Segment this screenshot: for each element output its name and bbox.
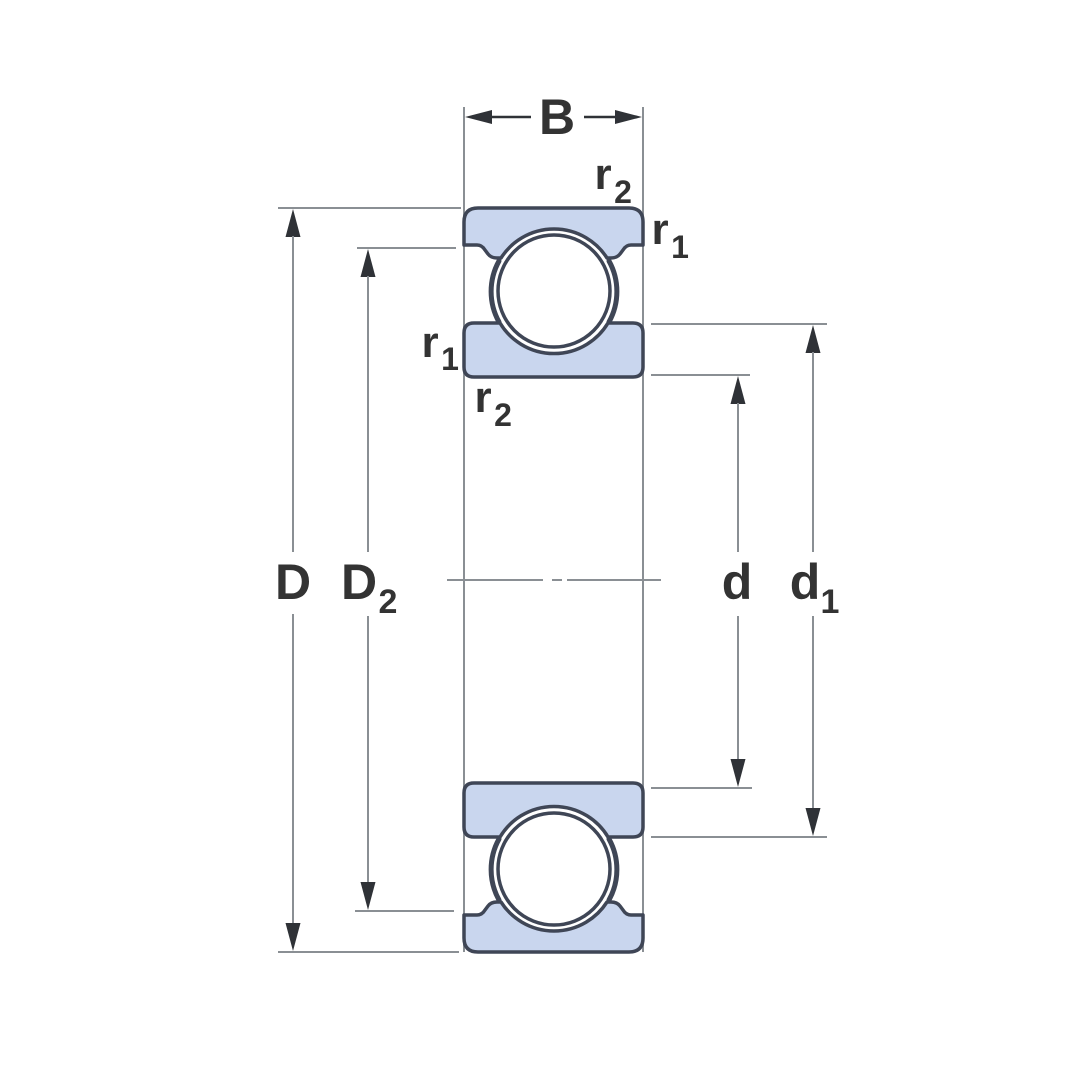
- label-d1-base: d: [790, 554, 821, 610]
- label-r1-left-base: r: [421, 318, 438, 367]
- label-r2-left-subscript: 2: [494, 397, 512, 433]
- label-r2-top-base: r: [594, 150, 611, 199]
- label-r1-left-subscript: 1: [441, 341, 459, 377]
- arrow-D-bottom: [285, 923, 301, 951]
- label-r2-left-base: r: [474, 373, 491, 422]
- dimension-B: B: [465, 89, 642, 145]
- cage-arc-bottom-left: [488, 836, 502, 903]
- arrow-D-top: [285, 209, 301, 237]
- ball-bottom: [496, 811, 612, 927]
- cage-arc-top-right: [606, 258, 620, 325]
- dimension-D2: D 2: [341, 247, 456, 912]
- label-D2-subscript: 2: [379, 583, 398, 621]
- bearing-section: [462, 206, 645, 954]
- dimension-d: d: [651, 374, 753, 789]
- arrow-d-bottom: [730, 759, 746, 787]
- ball-top: [496, 233, 612, 349]
- arrow-d-top: [730, 376, 746, 404]
- label-r1-right-base: r: [651, 205, 668, 254]
- label-B: B: [539, 89, 575, 145]
- dimension-D: D: [275, 207, 461, 953]
- arrow-d1-top: [805, 325, 821, 353]
- arrow-D2-top: [360, 249, 376, 277]
- label-D: D: [275, 554, 311, 610]
- arrow-D2-bottom: [360, 882, 376, 910]
- label-D2-base: D: [341, 554, 377, 610]
- inner-ring-top-section: [462, 321, 645, 379]
- label-d: d: [722, 554, 753, 610]
- arrow-B-right: [615, 110, 642, 124]
- cage-arc-top-left: [488, 258, 502, 325]
- label-r1-right-subscript: 1: [671, 229, 689, 265]
- inner-ring-bottom-section: [462, 781, 645, 839]
- dimension-d1: d 1: [651, 323, 840, 838]
- fillet-labels: r 2 r 1 r 1 r 2: [421, 150, 688, 433]
- outer-ring-top-section: [462, 206, 645, 260]
- arrow-d1-bottom: [805, 808, 821, 836]
- arrow-B-left: [465, 110, 492, 124]
- label-d1-subscript: 1: [821, 583, 840, 621]
- cage-arc-bottom-right: [606, 836, 620, 903]
- label-r2-top-subscript: 2: [614, 174, 632, 210]
